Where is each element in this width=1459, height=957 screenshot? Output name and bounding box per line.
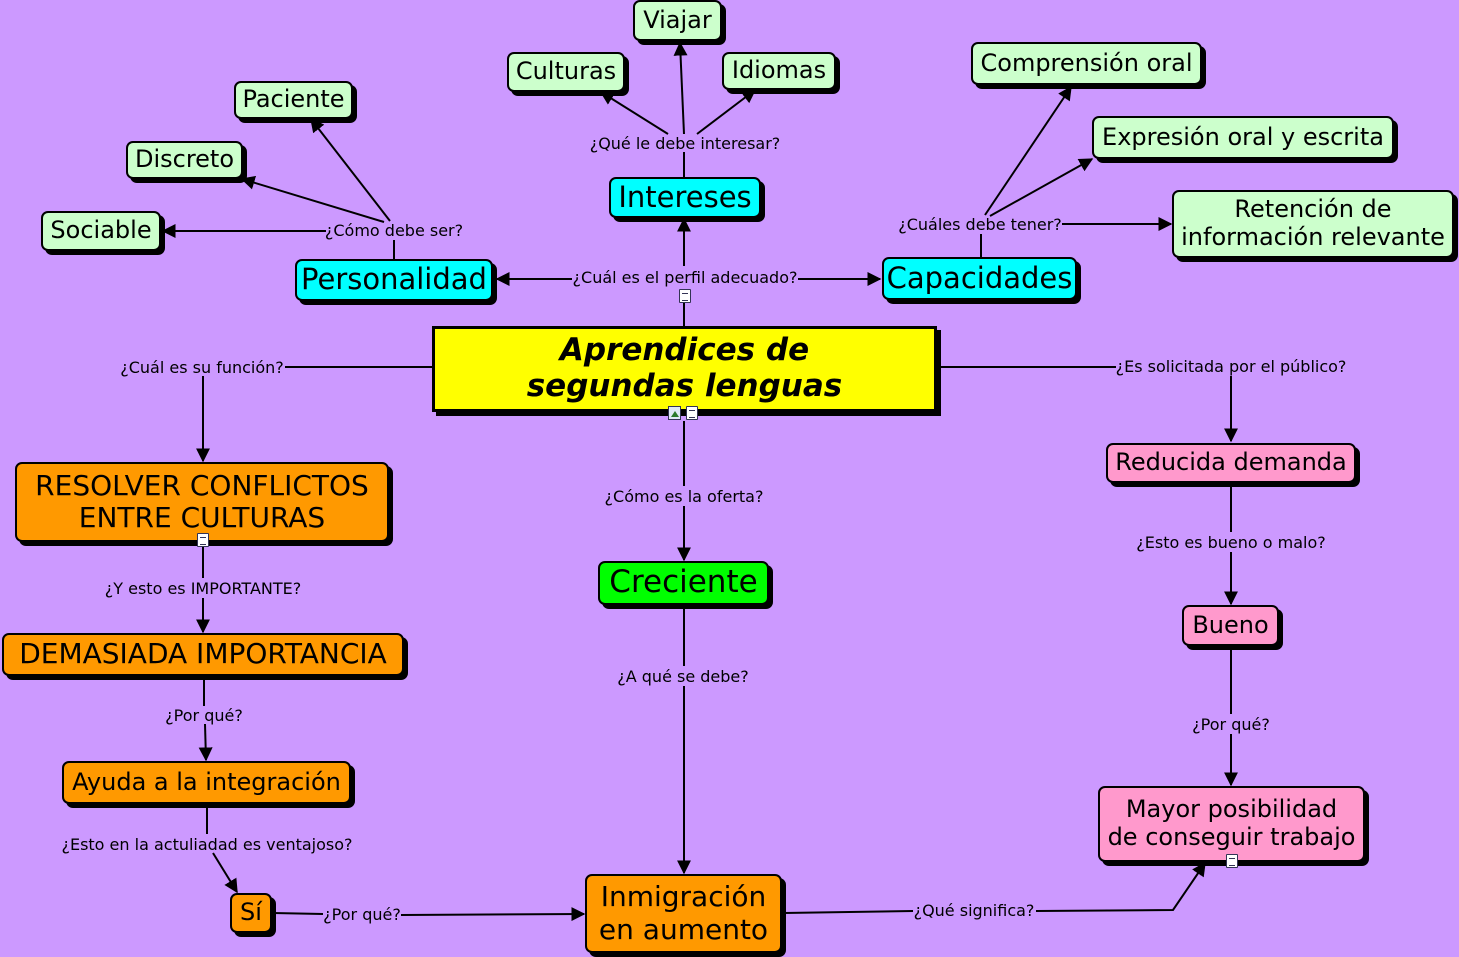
link-porque-ayuda — [198, 723, 213, 762]
concept-demasiada-importancia[interactable]: DEMASIADA IMPORTANCIA — [2, 633, 404, 676]
concept-capacidades[interactable]: Capacidades — [882, 257, 1077, 300]
concept-root[interactable]: Aprendices de segundas lenguas — [432, 326, 937, 412]
image-icon[interactable] — [668, 406, 681, 420]
link-label-por-que-1: ¿Por qué? — [165, 706, 243, 725]
link-interesar-viajar — [673, 41, 688, 135]
document-icon[interactable] — [197, 533, 209, 547]
link-label-solicitada: ¿Es solicitada por el público? — [1115, 357, 1347, 376]
concept-mayor-posibilidad[interactable]: Mayor posibilidad de conseguir trabajo — [1098, 786, 1365, 862]
concept-inmigracion[interactable]: Inmigración en aumento — [585, 874, 782, 953]
link-interesar-culturas — [599, 91, 669, 135]
link-label-importante: ¿Y esto es IMPORTANTE? — [104, 579, 302, 598]
link-comoser-discreto — [240, 175, 385, 223]
link-label-perfil: ¿Cuál es el perfil adecuado? — [572, 268, 798, 287]
document-icon[interactable] — [1226, 854, 1238, 868]
concept-idiomas[interactable]: Idiomas — [722, 52, 836, 90]
link-label-por-que-2: ¿Por qué? — [323, 905, 401, 924]
concept-reducida-demanda[interactable]: Reducida demanda — [1106, 443, 1356, 483]
concept-discreto[interactable]: Discreto — [126, 141, 243, 179]
concept-culturas[interactable]: Culturas — [507, 52, 625, 92]
link-label-como-ser: ¿Cómo debe ser? — [324, 221, 464, 240]
link-label-por-que-3: ¿Por qué? — [1192, 715, 1270, 734]
link-label-bueno-malo: ¿Esto es bueno o malo? — [1136, 533, 1326, 552]
link-label-tener: ¿Cuáles debe tener? — [898, 215, 1062, 234]
concept-intereses[interactable]: Intereses — [609, 177, 761, 218]
document-icon[interactable] — [686, 406, 698, 420]
concept-comprension-oral[interactable]: Comprensión oral — [971, 42, 1202, 85]
concept-creciente[interactable]: Creciente — [598, 561, 769, 605]
concept-expresion[interactable]: Expresión oral y escrita — [1092, 116, 1394, 159]
link-label-ventajoso: ¿Esto en la actuliadad es ventajoso? — [61, 835, 353, 854]
document-icon[interactable] — [679, 289, 691, 303]
link-label-significa: ¿Qué significa? — [913, 901, 1035, 920]
link-significa-mayor — [1035, 861, 1206, 912]
concept-personalidad[interactable]: Personalidad — [295, 259, 493, 301]
link-si-porque — [272, 912, 324, 915]
link-interesar-idiomas — [696, 89, 757, 135]
concept-retencion[interactable]: Retención de información relevante — [1172, 190, 1454, 258]
link-label-oferta: ¿Cómo es la oferta? — [604, 487, 764, 506]
link-label-interesar: ¿Qué le debe interesar? — [589, 134, 781, 153]
link-label-se-debe: ¿A qué se debe? — [617, 667, 749, 686]
concept-sociable[interactable]: Sociable — [41, 211, 161, 251]
link-comoser-paciente — [310, 117, 391, 222]
concept-ayuda-integracion[interactable]: Ayuda a la integración — [62, 761, 351, 804]
concept-viajar[interactable]: Viajar — [633, 0, 722, 41]
concept-paciente[interactable]: Paciente — [234, 81, 353, 119]
concept-si[interactable]: Sí — [230, 893, 272, 933]
link-tener-expresion — [989, 158, 1094, 217]
concept-resolver-conflictos[interactable]: RESOLVER CONFLICTOS ENTRE CULTURAS — [15, 462, 389, 542]
link-inmigracion-significa — [783, 910, 914, 914]
link-tener-comprension — [984, 85, 1072, 216]
link-porque-inmigracion — [400, 907, 586, 922]
link-label-funcion: ¿Cuál es su función? — [120, 358, 284, 377]
link-ventajoso-si — [212, 852, 238, 894]
concept-bueno[interactable]: Bueno — [1182, 605, 1279, 646]
